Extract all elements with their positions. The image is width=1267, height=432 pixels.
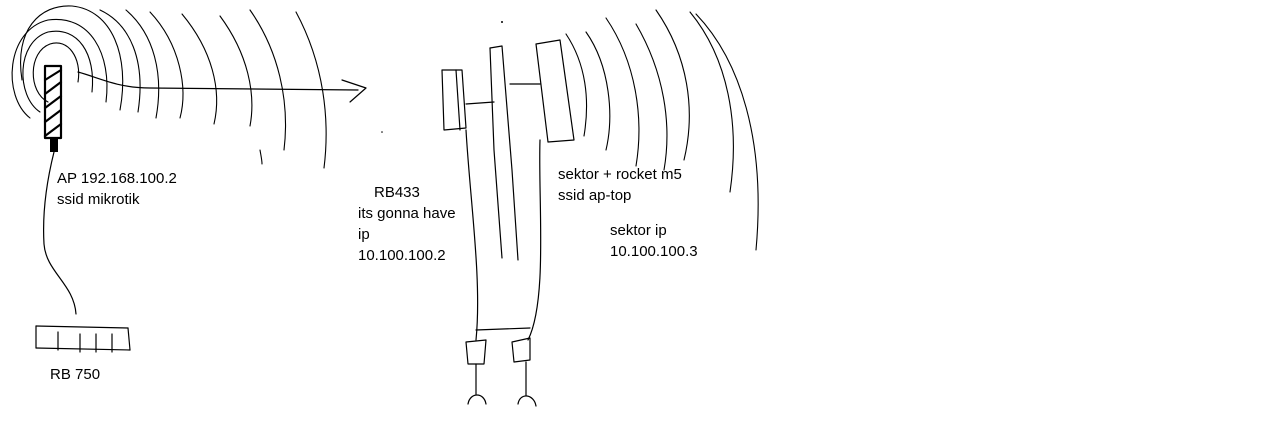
ap-radio-waves <box>11 5 327 169</box>
rb433-ip-label: 10.100.100.2 <box>358 247 446 264</box>
rb433-name-label: RB433 <box>374 184 420 201</box>
ap-antenna-icon <box>43 64 63 152</box>
sektor-name-label: sektor + rocket m5 <box>558 166 682 183</box>
sektor-label: sektor + rocket m5 ssid ap-top <box>558 164 682 206</box>
ap-ip-label: AP 192.168.100.2 <box>57 170 177 187</box>
sektor-ip-value-label: 10.100.100.3 <box>610 243 698 260</box>
rb433-label: RB433 its gonna have ip 10.100.100.2 <box>358 182 456 266</box>
sektor-ip-label: sektor ip 10.100.100.3 <box>610 220 698 262</box>
rb433-tower-icon <box>381 21 575 407</box>
rb433-note-label: its gonna have <box>358 205 456 222</box>
ap-cable <box>43 151 77 315</box>
ap-label: AP 192.168.100.2 ssid mikrotik <box>57 168 177 210</box>
rb750-router-icon <box>35 325 131 353</box>
link-arrow <box>77 71 367 103</box>
sektor-ssid-label: ssid ap-top <box>558 187 632 204</box>
rb433-ip-word-label: ip <box>358 226 370 243</box>
rb750-label: RB 750 <box>50 366 101 383</box>
sektor-ip-word-label: sektor ip <box>610 222 667 239</box>
ap-ssid-label: ssid mikrotik <box>57 191 140 208</box>
sector-radio-waves <box>565 9 759 251</box>
